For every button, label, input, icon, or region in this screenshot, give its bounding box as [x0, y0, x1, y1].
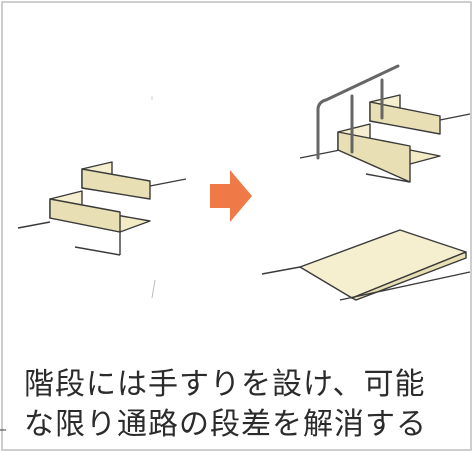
step-lower-side-right	[337, 131, 411, 183]
stairs-before	[17, 161, 187, 256]
caption-line-1: 階段には手すりを設け、可能	[24, 367, 426, 402]
handrail-rail	[316, 64, 400, 160]
ramp	[261, 229, 471, 301]
caption: 階段には手すりを設け、可能 な限り通路の段差を解消する	[24, 365, 464, 445]
step-upper-side	[81, 168, 151, 200]
stairs-with-handrail	[299, 94, 471, 183]
ramp-edge	[351, 251, 467, 301]
right-arrow-icon	[210, 170, 252, 222]
floor-line-bottom-left	[74, 246, 121, 256]
floor-line-right	[299, 149, 341, 159]
floor-line-ramp-left	[261, 266, 301, 275]
floor-line-left	[17, 221, 51, 229]
floor-line-top-left	[149, 178, 187, 187]
handrail	[316, 64, 400, 160]
caption-line-2: な限り通路の段差を解消する	[24, 407, 427, 442]
floor-line-bottom-right	[365, 173, 411, 183]
floor-line-top-right	[439, 113, 471, 121]
step-upper-side-right	[369, 101, 441, 135]
step-lower-side	[49, 198, 121, 233]
floor-line-ramp-right	[339, 271, 471, 301]
faint-mark	[151, 279, 156, 299]
